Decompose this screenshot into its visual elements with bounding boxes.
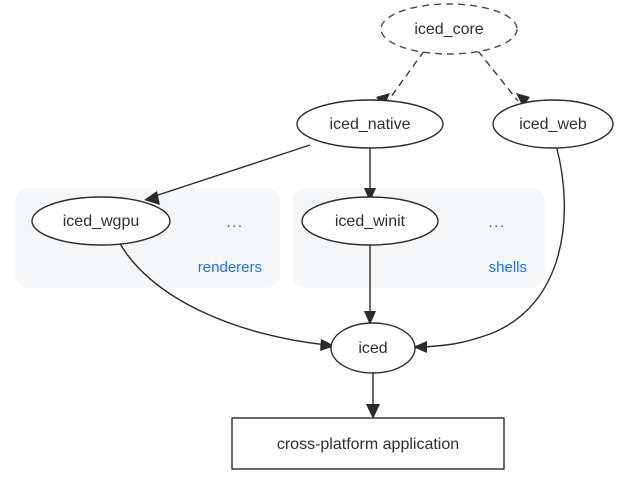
edge-path [387,50,425,102]
arrow-head-icon [516,93,530,107]
node-iced-web-label: iced_web [519,116,587,133]
cluster-renderers-label: renderers [198,259,262,276]
node-more-renderers: ... [226,214,243,231]
node-iced-winit-shape[interactable] [301,196,439,246]
edge-iced-native-to-iced-wgpu [144,144,311,205]
node-cross-platform-application[interactable]: cross-platform application [231,417,505,470]
node-iced-shape[interactable] [330,322,416,374]
edge-path [477,50,519,102]
edge-path [151,144,311,198]
edge-iced-core-to-iced-native [376,50,425,107]
node-iced[interactable]: iced [330,322,416,374]
edge-iced-core-to-iced-web [477,50,530,107]
edge-path [420,144,565,348]
node-more-shells-label: ... [488,214,505,231]
node-more-shells: ... [488,214,505,231]
edge-iced-winit-to-iced [364,241,376,325]
node-application-shape[interactable] [231,417,505,470]
edge-iced-native-to-iced-winit [364,145,376,202]
edge-path [117,239,328,346]
node-iced-core-shape[interactable] [380,3,518,55]
node-iced-web-shape[interactable] [492,99,614,149]
node-iced-winit-label: iced_winit [335,213,406,230]
arrow-head-icon [413,341,427,353]
arrow-head-icon [366,404,380,419]
arrow-head-icon [364,188,376,202]
node-iced-core-label: iced_core [414,21,483,38]
node-iced-wgpu-shape[interactable] [31,196,171,246]
edge-iced-to-application [366,372,380,419]
node-iced-native-shape[interactable] [296,99,444,149]
node-iced-winit[interactable]: iced_winit [301,196,439,246]
node-iced-web[interactable]: iced_web [492,99,614,149]
arrow-head-icon [320,339,335,351]
arrow-head-icon [144,191,160,205]
node-application-label: cross-platform application [277,436,459,453]
cluster-shells-label: shells [489,259,527,276]
node-iced-native[interactable]: iced_native [296,99,444,149]
node-iced-native-label: iced_native [330,116,411,133]
node-more-renderers-label: ... [226,214,243,231]
node-iced-label: iced [358,340,387,357]
node-iced-wgpu[interactable]: iced_wgpu [31,196,171,246]
arrow-head-icon [364,311,376,325]
node-iced-core[interactable]: iced_core [380,3,518,55]
edge-iced-wgpu-to-iced [117,239,335,351]
node-iced-wgpu-label: iced_wgpu [63,213,140,230]
edge-iced-web-to-iced [413,144,565,353]
